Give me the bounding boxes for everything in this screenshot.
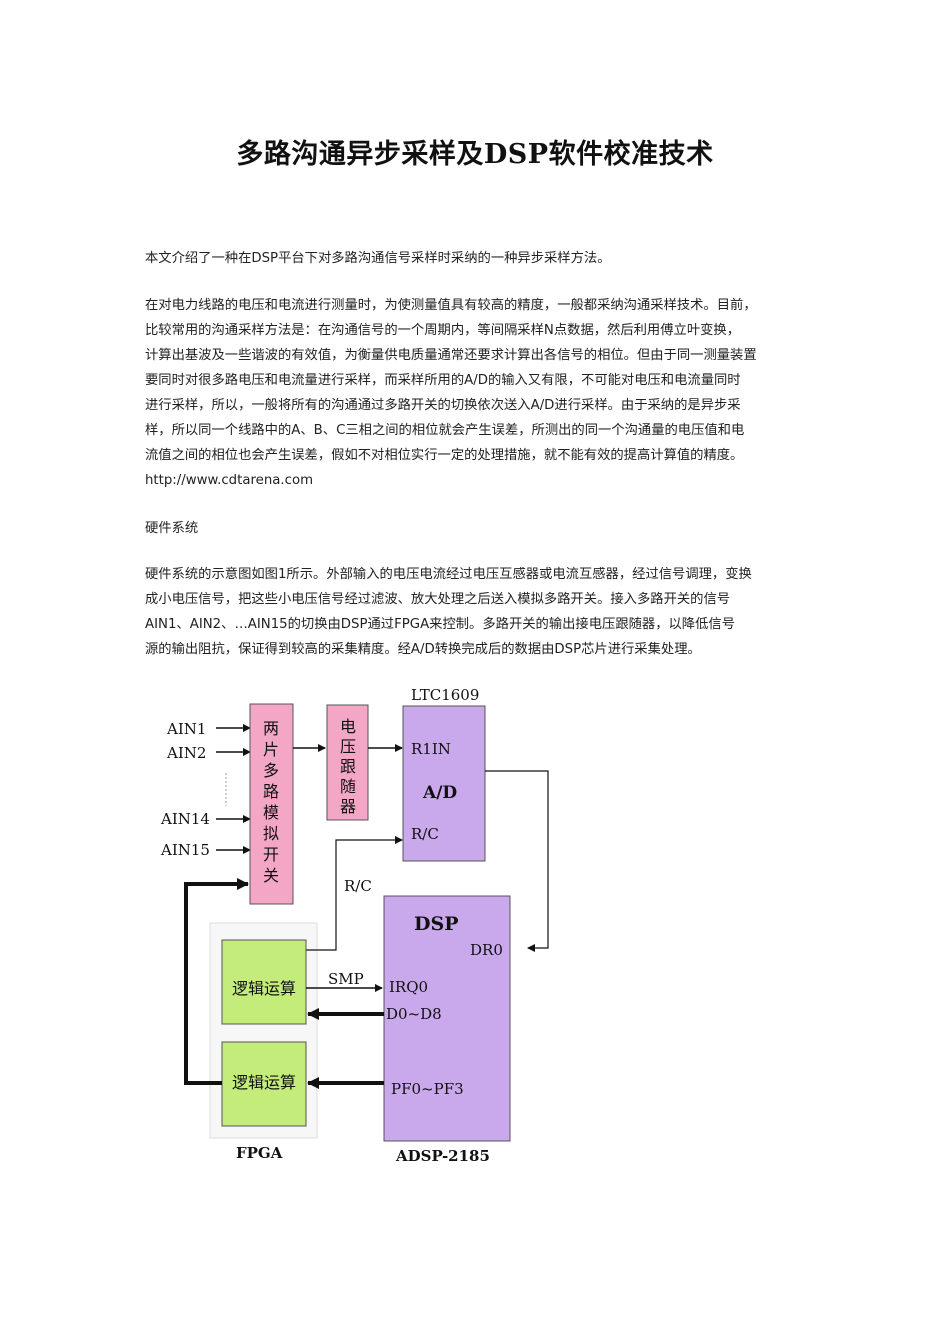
smp-label: SMP (328, 970, 364, 988)
rc-line-label: R/C (344, 877, 372, 895)
adc-block (402, 705, 486, 862)
dsp-d0d8: D0~D8 (386, 1005, 442, 1023)
dsp-irq0: IRQ0 (389, 978, 428, 996)
intro-paragraph: 本文介绍了一种在DSP平台下对多路沟通信号采样时采纳的一种异步采样方法。 (145, 251, 611, 266)
dsp-dr0: DR0 (470, 941, 503, 959)
input-label: AIN1 (166, 720, 206, 738)
paragraph-line: 源的输出阻抗，保证得到较高的采集精度。经A/D转换完成后的数据由DSP芯片进行采… (145, 642, 701, 657)
page-title: 多路沟通异步采样及DSP软件校准技术 (236, 139, 714, 170)
input-label: AIN2 (166, 744, 206, 762)
hardware-diagram: AIN1 AIN2 AIN14 AIN15 两片多路模拟开关 电压跟随器 LTC… (158, 678, 553, 1166)
adc-ad: A/D (422, 783, 457, 803)
logic-label-1: 逻辑运算 (232, 979, 296, 998)
mux-block (249, 703, 294, 905)
paragraph-line: 计算出基波及一些谐波的有效值，为衡量供电质量通常还要求计算出各信号的相位。但由于… (145, 348, 757, 363)
paragraph-line: 在对电力线路的电压和电流进行测量时，为使测量值具有较高的精度，一般都采纳沟通采样… (145, 298, 757, 313)
adc-r1in: R1IN (411, 740, 451, 758)
follower-label: 电压跟随器 (340, 717, 356, 816)
logic-block-1 (221, 939, 307, 1025)
paragraph-line: 进行采样，所以，一般将所有的沟通通过多路开关的切换依次送入A/D进行采样。由于采… (145, 398, 741, 413)
mux-label: 两片多路模拟开关 (263, 719, 279, 885)
paragraph-line: 比较常用的沟通采样方法是：在沟通信号的一个周期内，等间隔采样N点数据，然后利用傅… (145, 323, 741, 338)
paragraph-line: 要同时对很多路电压和电流量进行采样，而采样所用的A/D的输入又有限，不可能对电压… (145, 373, 741, 388)
adc-rc: R/C (411, 825, 439, 843)
body-paragraph-2: 硬件系统的示意图如图1所示。外部输入的电压电流经过电压互感器或电流互感器，经过信… (145, 562, 813, 662)
dsp-label: DSP (414, 913, 459, 935)
dsp-name: ADSP-2185 (395, 1147, 490, 1165)
follower-block (326, 704, 369, 821)
paragraph-line: 样，所以同一个线路中的A、B、C三相之间的相位就会产生误差，所测出的同一个沟通量… (145, 423, 745, 438)
dsp-block (383, 895, 511, 1142)
logic-block-2 (221, 1041, 307, 1127)
logic-label-2: 逻辑运算 (232, 1073, 296, 1092)
body-paragraph-1: 在对电力线路的电压和电流进行测量时，为使测量值具有较高的精度，一般都采纳沟通采样… (145, 293, 813, 493)
paragraph-line: 硬件系统的示意图如图1所示。外部输入的电压电流经过电压互感器或电流互感器，经过信… (145, 567, 752, 582)
paragraph-line: AIN1、AIN2、…AIN15的切换由DSP通过FPGA来控制。多路开关的输出… (145, 617, 735, 632)
input-label: AIN15 (160, 841, 210, 859)
adc-title: LTC1609 (411, 686, 479, 704)
input-label: AIN14 (160, 810, 210, 828)
section-heading: 硬件系统 (145, 521, 199, 536)
paragraph-line: 流值之间的相位也会产生误差，假如不对相位实行一定的处理措施，就不能有效的提高计算… (145, 448, 744, 463)
fpga-label: FPGA (236, 1144, 283, 1162)
url-link[interactable]: http://www.cdtarena.com (145, 473, 314, 488)
paragraph-line: 成小电压信号，把这些小电压信号经过滤波、放大处理之后送入模拟多路开关。接入多路开… (145, 592, 731, 607)
dsp-pf: PF0~PF3 (391, 1080, 464, 1098)
